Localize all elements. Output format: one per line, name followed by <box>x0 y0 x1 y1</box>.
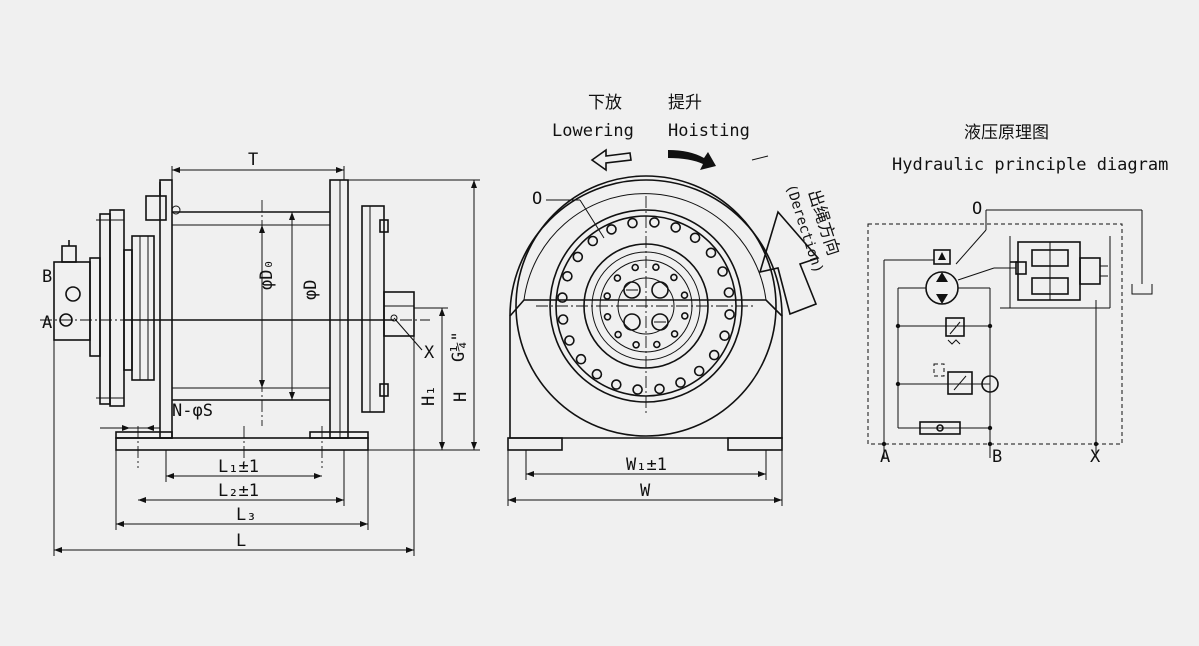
bolt-hole <box>652 263 660 272</box>
port-o-hyd-label: O <box>972 199 982 219</box>
bolt-hole <box>591 368 603 380</box>
dim-w1-label: W₁±1 <box>626 455 667 475</box>
bolt-hole <box>708 349 720 361</box>
bolt-hole <box>613 274 622 282</box>
bolt-hole <box>632 384 643 395</box>
side-base <box>115 437 369 451</box>
port-x-hyd-label: X <box>1090 447 1101 467</box>
hydraulic-diagram <box>867 209 1153 458</box>
bolt-hole <box>723 287 735 298</box>
bolt-hole <box>627 217 638 229</box>
tank-symbol <box>1131 284 1153 295</box>
bolt-hole <box>631 263 640 272</box>
bolt-hole <box>649 217 660 228</box>
bolt-hole <box>575 353 587 365</box>
bolt-hole <box>562 270 573 282</box>
dim-t-label: T <box>248 150 258 170</box>
port-a-hyd-label: A <box>880 447 890 467</box>
hoisting-en-label: Hoisting <box>668 121 750 141</box>
bolt-hole <box>693 365 705 377</box>
front-view <box>507 175 783 506</box>
bolt-hole <box>652 340 661 349</box>
bolt-hole <box>610 379 622 390</box>
bolt-hole <box>705 247 717 259</box>
check-valve <box>981 375 999 393</box>
bolt-hole <box>557 292 568 303</box>
port-a-side-label: A <box>42 313 52 333</box>
valve-top <box>61 245 77 263</box>
dim-d-label: φD <box>301 280 321 300</box>
arc-guard <box>509 179 783 317</box>
dim-w-label: W <box>640 481 651 501</box>
inner-bolt-ring <box>603 263 689 349</box>
dim-ns-label: N-φS <box>172 401 213 421</box>
dim-g-label: G¼" <box>449 331 469 362</box>
dim-h1-label: H₁ <box>419 386 439 406</box>
side-view <box>40 166 480 556</box>
bolt-hole <box>603 312 612 321</box>
bolt-hole <box>606 224 617 235</box>
dim-l1-label: L₁±1 <box>218 457 259 477</box>
dim-l-label: L <box>236 531 246 551</box>
foot-right <box>727 437 783 451</box>
bolt-hole <box>670 330 679 338</box>
dim-d0-label: φD₀ <box>257 259 277 290</box>
hyd-valve-top <box>933 249 951 265</box>
bolt-hole <box>614 330 622 339</box>
port-b-side-label: B <box>42 267 52 287</box>
port-b-hyd-label: B <box>992 447 1002 467</box>
shuttle-valve <box>919 421 961 435</box>
counterbalance-valve <box>947 371 973 395</box>
port-b-circle <box>65 286 81 302</box>
lowering-cn-label: 下放 <box>588 93 622 113</box>
right-drum-flange <box>329 179 349 439</box>
bolt-hole <box>689 232 701 244</box>
bolt-hole <box>680 291 689 300</box>
hoisting-arrow <box>668 150 716 170</box>
lowering-en-label: Lowering <box>552 121 634 141</box>
motor-flange <box>99 213 111 405</box>
bolt-hole <box>564 335 575 346</box>
bolt-hole <box>675 377 686 388</box>
bolt-hole <box>587 235 599 247</box>
bolt-hole <box>654 383 665 395</box>
dim-l2-label: L₂±1 <box>218 481 259 501</box>
bolt-hole <box>603 292 612 300</box>
hydraulic-cn-title: 液压原理图 <box>964 123 1049 143</box>
bolt-hole <box>719 330 730 342</box>
relief-valve <box>945 317 965 337</box>
bolt-hole <box>572 251 584 263</box>
dim-h-label: H <box>451 392 471 402</box>
drum-outer <box>515 175 777 437</box>
port-x-side-label: X <box>424 343 435 363</box>
brake-box <box>145 195 167 221</box>
dim-l3-label: L₃ <box>236 505 256 525</box>
bolt-hole <box>680 312 689 320</box>
bolt-hole <box>670 273 678 282</box>
bolt-hole <box>632 340 640 349</box>
lowering-arrow <box>590 148 632 172</box>
direction-arrow <box>758 210 820 316</box>
hoisting-cn-label: 提升 <box>668 93 702 113</box>
bolt-hole <box>717 266 728 277</box>
hydraulic-en-title: Hydraulic principle diagram <box>892 155 1168 175</box>
foot-left <box>507 437 563 451</box>
hub-bolts <box>623 281 669 331</box>
bearing-support <box>361 205 385 413</box>
bolt-hole <box>724 309 735 320</box>
hyd-boundary <box>867 223 1123 445</box>
outer-bolt-ring <box>557 217 735 395</box>
port-o-front-label: O <box>532 189 542 209</box>
shaft-end <box>383 291 415 337</box>
bolt-hole <box>557 314 569 325</box>
bolt-hole <box>670 222 682 233</box>
